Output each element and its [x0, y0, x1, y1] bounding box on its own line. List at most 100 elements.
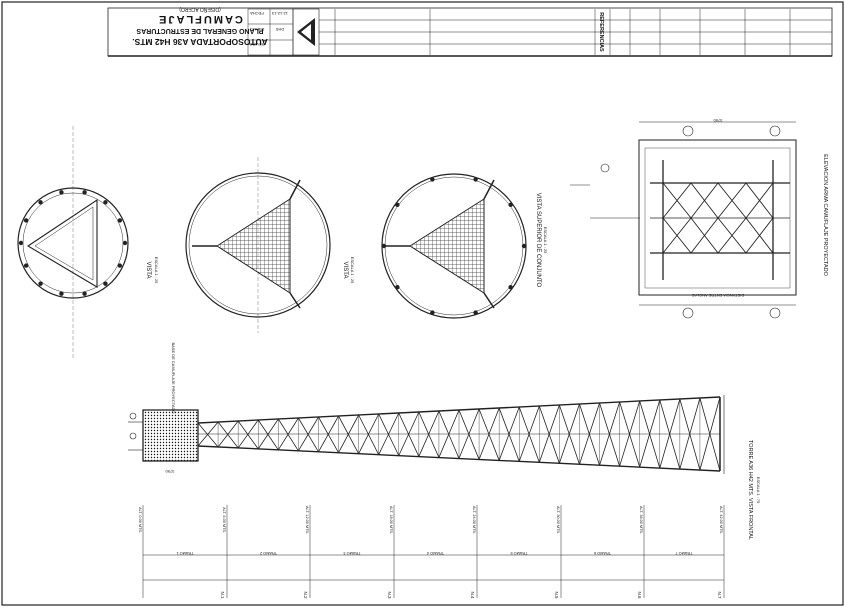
plan2-scale: ESCALA 1 : 25 [350, 257, 355, 284]
bolt-marker [395, 202, 400, 208]
bolt-marker [103, 281, 108, 286]
truss-diagonal [358, 414, 380, 455]
elevation-title: ELEVACION ARMA CAMUFLAJE PROYECTADO [822, 154, 828, 276]
truss-diagonal [237, 420, 259, 450]
plan1-scale: ESCALA 1 : 25 [154, 257, 159, 284]
truss-diagonal [277, 417, 299, 451]
bolt-marker [103, 200, 108, 205]
level-label: N.3 [387, 591, 392, 599]
level-label: N.6 [637, 591, 642, 599]
brand-text: CAMUFLAJE [157, 13, 243, 25]
revision-grid [247, 8, 294, 56]
section-label: TRAMO 5 [511, 551, 528, 555]
section-label: TRAMO 1 [177, 551, 194, 555]
height-label: ALT. 36.00 MTS. [639, 506, 643, 534]
truss-diagonal [679, 397, 701, 470]
truss-diagonal [639, 399, 661, 468]
bolt-marker [395, 284, 400, 290]
truss-diagonal [559, 403, 580, 464]
company-logo [292, 8, 320, 56]
truss-diagonal [458, 408, 480, 459]
truss-diagonal [217, 421, 239, 449]
title-block: AUTOSOPORTADA A36 H42 MTS. PLANO GENERAL… [107, 6, 833, 57]
bolt-marker [23, 218, 29, 223]
height-label: ALT. 18.00 MTS. [389, 506, 393, 534]
height-label: ALT. 6.00 MTS. [222, 507, 226, 533]
rev-value-2: DHS [275, 27, 284, 32]
plan-view-3 [381, 173, 527, 319]
title-text: AUTOSOPORTADA A36 H42 MTS. [132, 37, 268, 47]
truss-diagonal [659, 398, 681, 469]
base-dim: 3790 [165, 469, 175, 474]
truss-diagonal [237, 419, 259, 449]
plan3-scale: ESCALA 1 : 25 [543, 227, 548, 254]
truss-diagonal [398, 411, 420, 456]
height-label: ALT. 24.00 MTS. [472, 506, 476, 534]
truss-diagonal [599, 401, 620, 466]
bolt-marker [23, 263, 29, 268]
truss-diagonal [619, 400, 641, 467]
bolt-marker [82, 291, 87, 296]
tower-view-scale: ESCALA 1 : 75 [756, 477, 761, 504]
brace [690, 217, 719, 254]
brace [717, 217, 747, 254]
truss-diagonal [438, 409, 460, 458]
truss-diagonal [257, 418, 279, 450]
truss-diagonal [518, 405, 540, 462]
bolt-marker [38, 281, 43, 286]
truss-diagonal [197, 421, 219, 447]
level-label: N.7 [717, 591, 722, 599]
bolt-marker [430, 177, 435, 182]
bolt-marker [473, 177, 478, 182]
elevation-dim-bottom: DISTANCIA ENTRE ANCLAS [691, 293, 744, 298]
section-label: TRAMO 6 [594, 551, 611, 555]
base-label: BASE DE CAMUFLAJE PROYECTADO [171, 342, 176, 413]
rev-label-3: REVISO [249, 42, 264, 47]
plan-view-1 [17, 126, 129, 360]
truss-diagonal [378, 413, 400, 456]
note-text: (DISEÑO ACERO) [179, 6, 221, 13]
truss-diagonal [197, 422, 219, 448]
tower-truss [197, 395, 725, 474]
truss-diagonal [418, 410, 440, 457]
height-label: ALT. 30.00 MTS. [556, 506, 560, 534]
bolt-marker [59, 291, 64, 296]
truss-diagonal [318, 416, 339, 453]
truss-diagonal [338, 414, 359, 453]
level-label: N.4 [470, 591, 475, 599]
elevation-view [570, 121, 797, 319]
truss-diagonal [358, 413, 380, 454]
plan-view-2 [185, 157, 331, 333]
bolt-marker [117, 263, 123, 268]
truss-diagonal [338, 415, 359, 454]
section-label: TRAMO 3 [344, 551, 361, 555]
truss-diagonal [257, 419, 279, 451]
truss-diagonal [298, 417, 319, 452]
height-label: ALT. 42.00 MTS. [719, 506, 723, 534]
bolt-marker [473, 310, 478, 315]
reference-table [319, 9, 832, 55]
bolt-marker [117, 218, 123, 223]
truss-diagonal [298, 416, 319, 452]
brace [662, 217, 692, 254]
truss-diagonal [277, 418, 299, 452]
truss-diagonal [579, 402, 600, 465]
rev-value-1: 12-12-13 [271, 11, 288, 16]
tower-view-title: TORRE A36 H42 MTS. VISTA FRONTAL [747, 440, 753, 540]
bolt-marker [381, 243, 387, 249]
bolt-marker [59, 190, 64, 195]
truss-diagonal [378, 412, 400, 455]
truss-diagonal [498, 406, 520, 461]
level-label: N.1 [220, 591, 225, 599]
brace [745, 182, 774, 219]
height-label: ALT. 0.00 MTS. [138, 507, 142, 533]
level-label: N.5 [554, 591, 559, 599]
plan1-title: VISTA [145, 262, 151, 279]
bolt-marker [521, 243, 527, 249]
bolt-marker [38, 200, 43, 205]
references-label: REFERENCIAS [598, 12, 604, 52]
plan2-title: VISTA [342, 262, 348, 279]
